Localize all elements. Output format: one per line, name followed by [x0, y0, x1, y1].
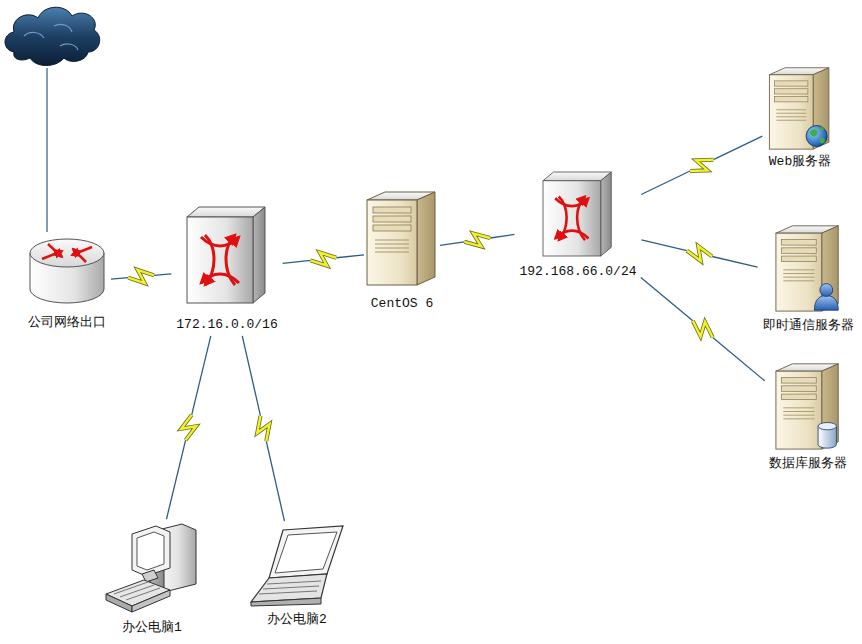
- im-server-node: 即时通信服务器: [761, 224, 856, 334]
- device-icon: [187, 205, 267, 305]
- device-label: 192.168.66.0/24: [517, 264, 638, 280]
- switch-node: 192.168.66.0/24: [517, 170, 638, 280]
- device-icon: [247, 524, 347, 606]
- network-link: [641, 277, 765, 380]
- internet-cloud: [5, 7, 100, 65]
- gateway-server-node: CentOS 6: [367, 190, 437, 312]
- network-link: [166, 336, 210, 519]
- device-label: 公司网络出口: [26, 315, 108, 331]
- device-icon: [543, 170, 613, 258]
- device-icon: [772, 224, 844, 312]
- device-icon: [367, 190, 437, 286]
- device-label: CentOS 6: [369, 296, 435, 312]
- desktop-pc-node: 办公电脑1: [104, 522, 200, 636]
- device-icon: [772, 362, 844, 450]
- device-icon: [28, 235, 106, 307]
- network-link: [641, 136, 762, 194]
- network-link: [111, 270, 171, 283]
- network-link: [283, 252, 364, 265]
- database-server-node: 数据库服务器: [767, 362, 849, 472]
- network-link: [440, 233, 515, 246]
- uplink-line: [46, 68, 47, 232]
- device-label: 办公电脑1: [120, 620, 184, 636]
- device-label: 数据库服务器: [767, 456, 849, 472]
- device-icon: [104, 522, 200, 614]
- web-server-node: Web服务器: [765, 66, 835, 170]
- network-link: [242, 336, 284, 521]
- network-link: [641, 240, 757, 267]
- device-label: 172.16.0.0/16: [174, 317, 279, 333]
- device-icon: [765, 66, 835, 150]
- switch-node: 172.16.0.0/16: [174, 205, 279, 333]
- router-node: 公司网络出口: [26, 235, 108, 331]
- device-label: Web服务器: [767, 154, 833, 170]
- device-label: 办公电脑2: [265, 612, 329, 628]
- laptop-node: 办公电脑2: [247, 524, 347, 628]
- device-label: 即时通信服务器: [761, 318, 856, 334]
